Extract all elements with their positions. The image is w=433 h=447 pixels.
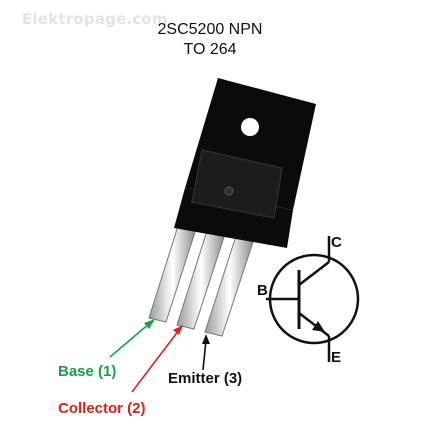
symbol-collector-diag xyxy=(298,261,330,286)
pin-pointers xyxy=(109,319,210,393)
base-label: Base (1) xyxy=(58,363,116,380)
title-package: TO 264 xyxy=(183,41,237,58)
emitter-pointer-arrowhead xyxy=(202,334,210,344)
transistor-leads xyxy=(148,225,255,337)
case-recess xyxy=(191,149,283,219)
transistor-body xyxy=(174,78,316,248)
collector-label: Collector (2) xyxy=(58,400,146,417)
emitter-label: Emitter (3) xyxy=(168,370,242,387)
base-pointer-line xyxy=(109,322,151,358)
base-pointer-arrowhead xyxy=(144,319,155,329)
symbol-label-c: C xyxy=(331,234,342,251)
case-marking-dot xyxy=(224,186,234,196)
collector-pointer-arrowhead xyxy=(173,325,183,335)
mounting-hole xyxy=(241,118,259,136)
symbol-label-e: E xyxy=(331,349,341,366)
diagram-title: 2SC5200 NPN TO 264 xyxy=(145,20,275,60)
collector-pointer-line xyxy=(131,329,180,393)
npn-symbol: C B E xyxy=(257,234,360,366)
emitter-pointer-line xyxy=(202,339,207,371)
symbol-emitter-arrow xyxy=(312,321,325,332)
watermark-text: Elektropage.com xyxy=(22,10,168,28)
title-part-number: 2SC5200 NPN xyxy=(157,21,263,38)
symbol-label-b: B xyxy=(257,282,268,299)
symbol-emitter-diag xyxy=(298,312,330,337)
